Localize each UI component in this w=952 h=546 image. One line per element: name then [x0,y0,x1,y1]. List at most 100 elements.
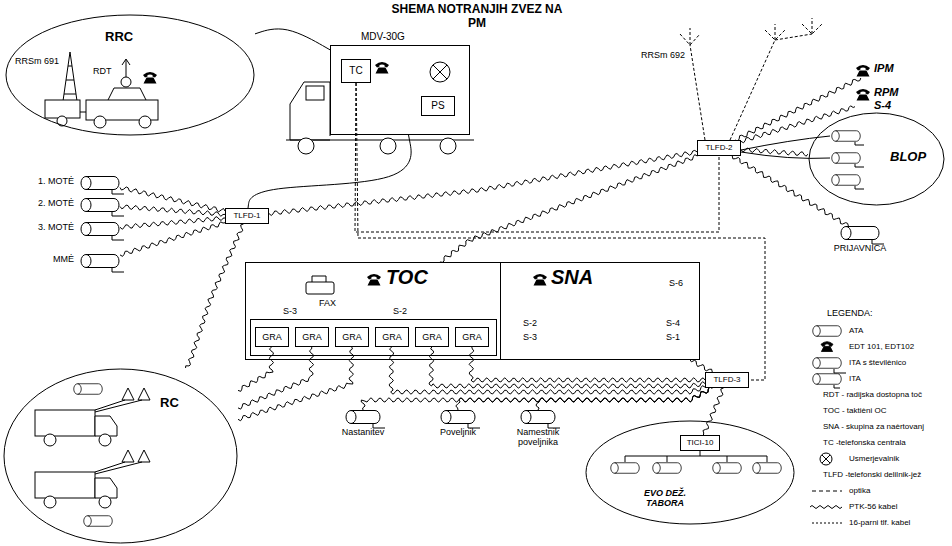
terminal-symbol [446,411,480,429]
region-outline [6,15,254,135]
phone-node: RPM S-4 [855,86,899,114]
rrc-vehicle [108,88,146,100]
phone-icon [855,87,871,101]
node-text: TC [349,65,362,77]
node-text: RPM S-4 [874,86,900,111]
terminal-node: 2. MOTĖ [80,198,120,212]
legend-text: Usmerjevalnik [848,454,900,463]
legend-text: TLFD -telefonski delilnik-jež [822,470,922,479]
cable-connector [120,217,225,229]
terminal-node: Poveljnik [440,410,476,424]
terminal-symbol [526,411,560,429]
node-text: 1. MOTĖ [38,176,74,186]
cable-connector [186,224,244,368]
node-text: RDT [93,66,112,76]
cable-connector [536,387,712,410]
node-text: PRIJAVNICA [834,243,886,253]
legend-sample [813,374,842,385]
legend-text: ITA s številènico [848,358,907,367]
mdv-truck [306,86,324,100]
callout-label: S-6 [668,278,684,288]
phone-node: IPM [855,62,899,78]
rc-vehicles [44,496,56,508]
node-text: GRA [422,332,442,342]
rrc-vehicle [122,59,130,77]
terminal-symbol [81,177,119,190]
radio-relay-region: RRCRRSm 691RDT [5,14,255,136]
node-text: Namestnik poveljnika [507,427,569,448]
pair-cable-connector [355,83,719,232]
node-text: PS [431,100,444,112]
terminal-node: MMĖ [80,254,120,268]
terminal-symbol [351,411,385,429]
antenna-symbol [680,28,705,140]
fax-icon [312,276,326,282]
terminal-symbol [846,227,884,245]
radio-center-region: RC [3,368,238,544]
legend-text: optika [848,486,871,495]
rrc-vehicle [139,116,151,128]
blop-terminals [832,175,861,186]
cable-connector [238,347,273,391]
callout-label: S-3 [522,332,538,342]
node-text: Nastanitev [342,427,385,437]
cable-connector [120,187,225,212]
rc-vehicles [99,434,111,446]
splitter-box: TLFD-2 [697,140,741,156]
terminal-symbol [80,198,128,218]
blop-terminals [855,142,864,189]
node-text: RRSm 691 [15,56,59,66]
callout-label: FAX [318,298,337,308]
phone-icon [143,72,157,84]
rrc-vehicle [80,112,86,113]
node-text: Poveljnik [440,427,476,437]
terminal-symbol [441,411,475,424]
terminal-symbol [86,255,124,273]
mdv-truck [430,62,450,82]
mdv-truck [380,138,396,154]
rrc-vehicle [121,77,131,87]
legend-text: SNA - skupina za naèrtovanj [822,422,925,431]
node-text: TICI-10 [687,438,714,447]
node-text: TLFD-2 [705,143,732,152]
terminal-symbol [346,411,380,424]
node-text: TOC [386,266,428,289]
exchange-box: TICI-10 [680,435,720,451]
mdv-truck [286,62,474,154]
cable-connector [735,78,861,141]
camp-terminals [753,463,782,474]
rc-vehicles [122,388,150,400]
node-text: TLFD-3 [713,375,740,384]
device-box: GRA [375,327,409,347]
cable-connector [238,347,354,421]
cable-connector [469,347,705,382]
mdv-truck [433,65,447,79]
cable-connector [732,156,848,226]
terminal-node: 3. MOTĖ [80,222,120,236]
rc-vehicles [95,462,142,474]
node-text: MDV-30G [361,31,405,43]
node-text: RC [160,396,179,411]
legend-text: EDT 101, EDT102 [848,342,915,351]
device-box: GRA [295,327,329,347]
terminal-symbol [81,199,119,212]
phone-icon [855,63,871,77]
room-box: SNA [500,262,700,360]
legend-text: PTK-56 kabel [848,502,898,511]
phone-icon [856,65,870,77]
region-outline [809,113,944,205]
exchange-box: TC [341,59,371,83]
node-text: MMĖ [53,254,74,264]
cable-connector [440,155,697,263]
rrc-vehicle [45,52,158,128]
legend-sample [812,491,842,492]
antenna-symbol [730,18,822,140]
callout-label: S-4 [665,318,681,328]
phone-icon [367,274,381,286]
rc-vehicles [35,472,95,498]
mdv-truck [298,138,314,154]
cable-connector [389,347,705,394]
region-outline [3,368,238,544]
fax-icon [306,276,334,294]
